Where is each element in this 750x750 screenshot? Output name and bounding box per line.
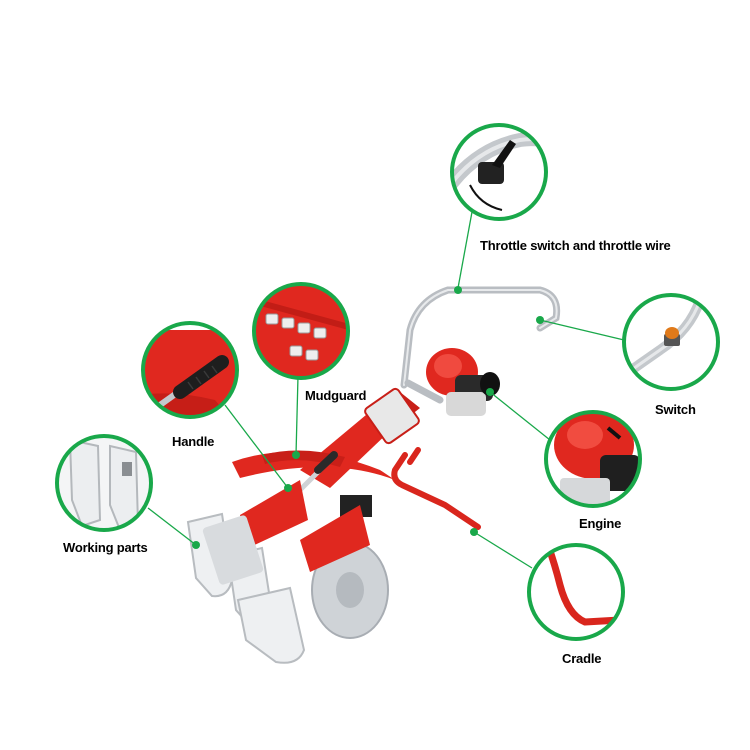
leader-lines [147,211,625,569]
label-handle: Handle [172,434,215,449]
label-engine: Engine [579,516,622,531]
cradle-stand [391,452,481,530]
callout-cradle [527,543,625,641]
engine-body [426,348,500,416]
callout-throttle [450,123,548,221]
label-throttle: Throttle switch and throttle wire [480,238,671,253]
leader-dots [192,286,544,549]
callout-switch [622,293,720,391]
label-plate [364,387,420,445]
callout-engine [544,410,642,508]
label-cradle: Cradle [562,651,602,666]
label-switch: Switch [655,402,696,417]
working-parts-icon [57,436,151,530]
label-mudguard: Mudguard [305,388,367,403]
engine-icon [554,412,640,506]
callout-working-parts [55,434,153,532]
tiller-machine [186,286,561,664]
callout-mudguard [252,282,350,380]
cradle-icon [544,545,623,626]
mudguard-icon [254,284,348,378]
label-working-parts: Working parts [63,540,148,555]
throttle-switch-icon [452,132,546,211]
callout-handle [141,321,239,419]
